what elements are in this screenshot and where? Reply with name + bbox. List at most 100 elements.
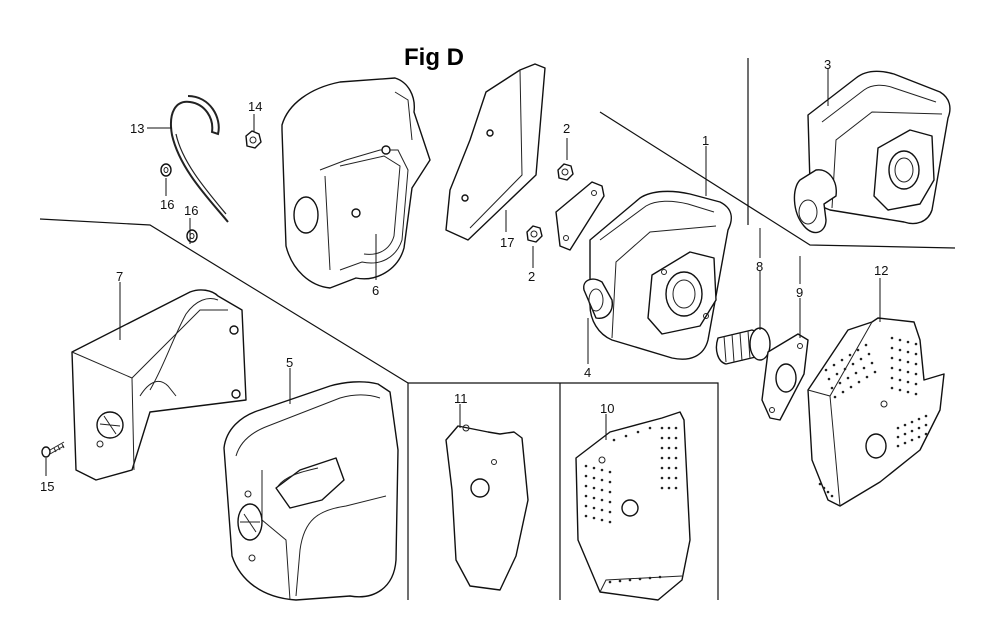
callout-label-16: 16: [184, 203, 199, 218]
perforation-dot: [584, 484, 588, 488]
perforated-plate-part-10: [576, 412, 690, 600]
perforation-dot: [906, 380, 910, 384]
muffler-protector-part-5: [224, 382, 398, 600]
perforation-dot: [890, 336, 894, 340]
perforation-dot: [857, 380, 861, 384]
callout-label-9: 9: [796, 285, 804, 300]
perforation-dot: [660, 466, 664, 470]
perforation-dot: [667, 466, 671, 470]
spark-arrester-part-8: [716, 328, 770, 364]
perforation-dot: [846, 376, 850, 380]
perforation-dot: [898, 348, 902, 352]
perforation-dot: [890, 346, 894, 350]
perforation-dot: [648, 426, 652, 430]
perforated-shield-part-12: [808, 318, 944, 506]
perforation-dot: [838, 381, 842, 385]
perforation-dot: [584, 494, 588, 498]
gasket-part: [556, 182, 604, 250]
perforation-dot: [890, 366, 894, 370]
perforation-dot: [906, 370, 910, 374]
section-dividers: [40, 58, 955, 600]
perforation-dots-12: [818, 336, 928, 498]
perforation-dot: [628, 578, 632, 582]
perforation-dot: [608, 510, 612, 514]
heat-plate-part-17: [446, 64, 545, 240]
nut-part-14: [246, 131, 261, 148]
perforation-dot: [584, 464, 588, 468]
perforation-dot: [608, 520, 612, 524]
muffler-part-3: [794, 71, 950, 232]
perforation-dot: [822, 486, 826, 490]
callout-label-6: 6: [372, 283, 380, 298]
perforation-dot: [859, 357, 863, 361]
perforation-dots-10: [584, 426, 678, 584]
perforation-dot: [898, 338, 902, 342]
perforation-dot: [924, 414, 928, 418]
perforation-dot: [674, 486, 678, 490]
perforation-dot: [592, 496, 596, 500]
perforation-dot: [903, 423, 907, 427]
perforation-dot: [826, 490, 830, 494]
perforation-dot: [667, 486, 671, 490]
callout-label-8: 8: [756, 259, 764, 274]
perforation-dot: [898, 388, 902, 392]
bracket-part-7: [72, 290, 246, 480]
muffler-protector-part-6: [282, 78, 430, 288]
perforation-dot: [903, 432, 907, 436]
callout-label-4: 4: [584, 365, 592, 380]
callout-label-2: 2: [528, 269, 536, 284]
perforation-dot: [600, 488, 604, 492]
perforation-dot: [906, 390, 910, 394]
perforation-dot: [841, 390, 845, 394]
callout-label-10: 10: [600, 401, 615, 416]
callout-label-11: 11: [454, 391, 468, 406]
perforation-dot: [830, 494, 834, 498]
perforation-dot: [914, 382, 918, 386]
perforation-dot: [898, 358, 902, 362]
nut-part-2a: [558, 164, 573, 180]
perforation-dot: [906, 360, 910, 364]
perforation-dot: [910, 429, 914, 433]
perforation-dot: [854, 371, 858, 375]
perforation-dot: [840, 358, 844, 362]
heat-plate-part-11: [446, 425, 528, 590]
callout-label-17: 17: [500, 235, 515, 250]
washer-part-16a: [161, 164, 171, 176]
perforation-dot: [827, 377, 831, 381]
perforation-dot: [584, 514, 588, 518]
perforation-dot: [873, 370, 877, 374]
perforation-dot: [667, 426, 671, 430]
perforation-dot: [870, 361, 874, 365]
callout-label-12: 12: [874, 263, 889, 278]
callout-label-2: 2: [563, 121, 571, 136]
perforation-dot: [608, 470, 612, 474]
perforation-dot: [658, 575, 662, 579]
perforation-dot: [914, 352, 918, 356]
perforation-dot: [660, 426, 664, 430]
figure-title: Fig D: [404, 44, 464, 71]
perforation-dot: [914, 372, 918, 376]
perforation-dot: [914, 342, 918, 346]
callout-label-1: 1: [702, 133, 710, 148]
perforation-dot: [608, 500, 612, 504]
perforation-dot: [906, 340, 910, 344]
perforation-dot: [674, 466, 678, 470]
perforation-dot: [608, 490, 612, 494]
perforation-dot: [898, 368, 902, 372]
perforation-dot: [890, 356, 894, 360]
perforation-dot: [851, 362, 855, 366]
perforation-dot: [667, 446, 671, 450]
perforation-dot: [592, 506, 596, 510]
muffler-body-part-1: [584, 191, 732, 359]
perforation-dot: [903, 441, 907, 445]
screw-part-15: [42, 442, 64, 457]
perforation-dot: [824, 368, 828, 372]
perforation-dot: [592, 476, 596, 480]
perforation-dot: [862, 366, 866, 370]
perforation-dot: [867, 352, 871, 356]
perforation-dot: [818, 482, 822, 486]
perforation-dot: [896, 426, 900, 430]
perforation-dot: [917, 426, 921, 430]
